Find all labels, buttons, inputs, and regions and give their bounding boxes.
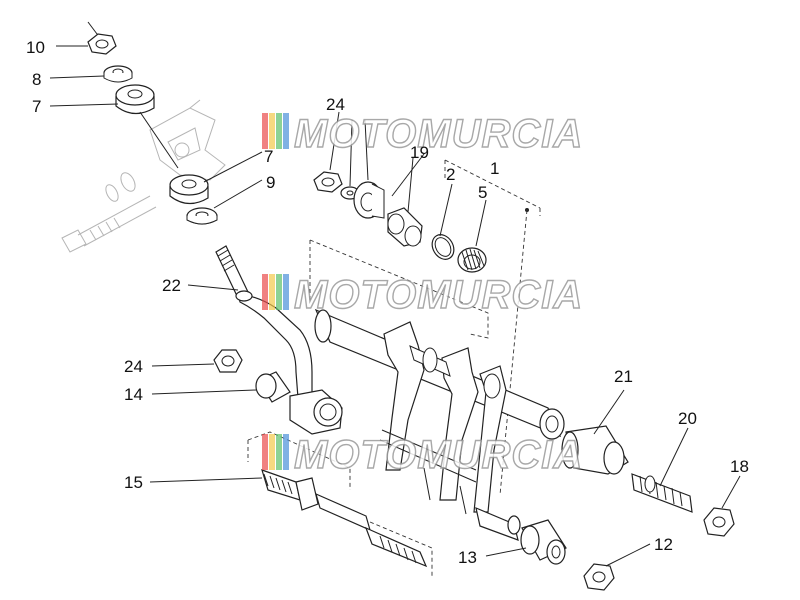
- watermark-lower: MOTOMURCIA: [262, 432, 583, 478]
- nut-24-upper: [313, 171, 343, 193]
- watermark-upper: MOTOMURCIA: [262, 111, 583, 157]
- threaded-stud-20: [631, 473, 693, 513]
- callout-22: 22: [162, 276, 181, 295]
- washer-9: [186, 207, 218, 225]
- callout-9: 9: [266, 173, 275, 192]
- nut-12: [583, 563, 615, 591]
- group-bracket-1: [444, 159, 541, 496]
- sleeve-tube: [289, 389, 343, 435]
- callout-1: 1: [490, 159, 499, 178]
- bushing-7-upper: [115, 84, 155, 115]
- ghost-frame-bracket: [149, 99, 226, 181]
- callout-labels: 10 8 7 24 7 9 19 1 2 5 22 24 14 21 20 18…: [26, 38, 749, 567]
- callout-7-upper: 7: [32, 97, 41, 116]
- callout-2: 2: [446, 165, 455, 184]
- callout-8: 8: [32, 70, 41, 89]
- spacer-13: [520, 519, 567, 565]
- callout-18: 18: [730, 457, 749, 476]
- nut-24-lower: [213, 349, 243, 373]
- bushing-7-lower: [169, 174, 209, 205]
- callout-24-lower: 24: [124, 357, 143, 376]
- spacer-14: [255, 371, 291, 403]
- callout-5: 5: [478, 183, 487, 202]
- callout-14: 14: [124, 385, 143, 404]
- washer-8: [103, 65, 133, 83]
- nut-10: [87, 21, 117, 55]
- watermark-text-upper: MOTOMURCIA: [294, 112, 583, 156]
- callout-13: 13: [458, 548, 477, 567]
- leader-lines: [49, 45, 741, 567]
- callout-24-upper: 24: [326, 95, 345, 114]
- callout-7-lower: 7: [264, 147, 273, 166]
- ghost-bolt: [61, 172, 157, 253]
- stud-link-22: [215, 245, 313, 399]
- watermark-text-lower: MOTOMURCIA: [294, 433, 583, 477]
- callout-12: 12: [654, 535, 673, 554]
- bushing-19: [387, 207, 423, 247]
- watermark-text-middle: MOTOMURCIA: [294, 273, 583, 317]
- callout-20: 20: [678, 409, 697, 428]
- bearing-5: [457, 247, 487, 273]
- callout-15: 15: [124, 473, 143, 492]
- circlip-2: [431, 234, 455, 260]
- callout-10: 10: [26, 38, 45, 57]
- callout-19: 19: [410, 143, 429, 162]
- nut-18: [703, 507, 735, 537]
- swing-arm-body: [309, 239, 565, 541]
- bushing-flanged: [353, 181, 385, 219]
- long-bolt-15: [247, 431, 433, 576]
- callout-21: 21: [614, 367, 633, 386]
- watermark-middle: MOTOMURCIA: [262, 272, 583, 318]
